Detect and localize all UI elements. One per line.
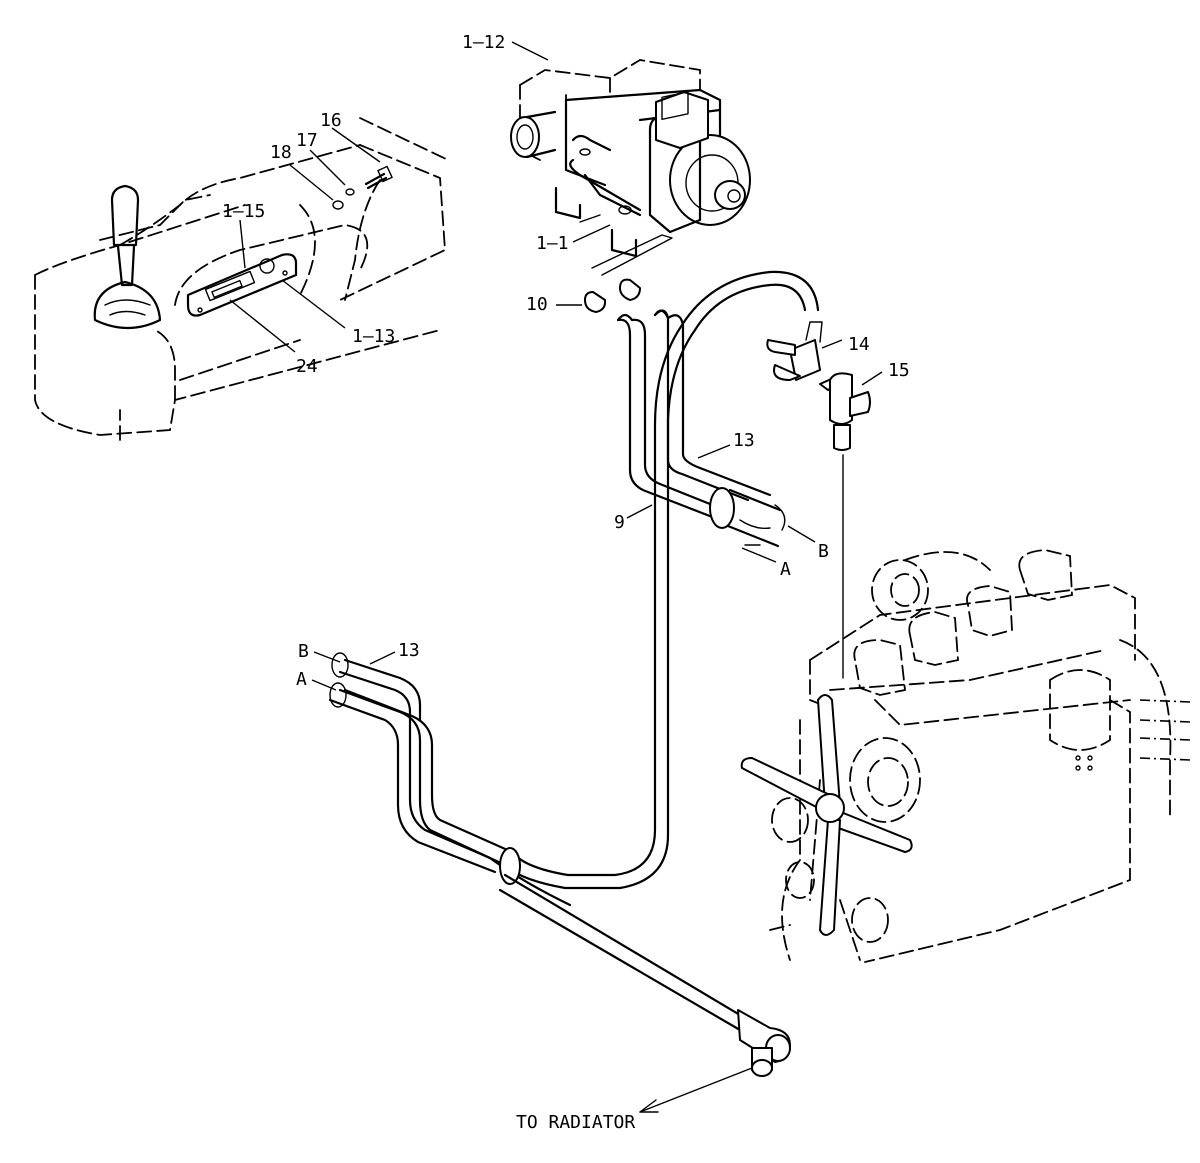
operator-console-drawing bbox=[34, 117, 449, 441]
label-9: 9 bbox=[614, 512, 625, 533]
label-13-upper: 13 bbox=[733, 430, 755, 451]
label-16: 16 bbox=[320, 110, 342, 131]
bolt-and-washers bbox=[332, 165, 393, 210]
label-to-radiator: TO RADIATOR bbox=[516, 1112, 635, 1133]
label-1-12: 1–12 bbox=[462, 32, 505, 53]
label-A-lower: A bbox=[296, 669, 307, 690]
label-1-13: 1–13 bbox=[352, 326, 395, 347]
blower-motor bbox=[648, 115, 751, 234]
to-radiator-arrow bbox=[639, 1067, 753, 1113]
label-1-15: 1–15 bbox=[222, 201, 265, 222]
label-14: 14 bbox=[848, 334, 870, 355]
part-labels: 1–12 16 17 18 1–15 1–1 10 1–13 24 14 15 … bbox=[222, 32, 910, 1133]
heater-unit-drawing bbox=[510, 59, 751, 276]
label-17: 17 bbox=[296, 130, 318, 151]
joystick-lever bbox=[93, 184, 162, 330]
hose-clamp-10 bbox=[556, 278, 641, 313]
label-B-lower: B bbox=[298, 641, 309, 662]
label-18: 18 bbox=[270, 142, 292, 163]
cock-valve-14 bbox=[766, 321, 843, 381]
engine-drawing bbox=[740, 549, 1191, 963]
heater-hoses bbox=[328, 270, 820, 1077]
label-A-upper: A bbox=[780, 559, 791, 580]
tee-fitting-15 bbox=[819, 371, 883, 451]
label-10: 10 bbox=[526, 294, 548, 315]
switch-panel bbox=[186, 253, 298, 317]
label-1-1: 1–1 bbox=[536, 233, 569, 254]
label-15: 15 bbox=[888, 360, 910, 381]
label-B-upper: B bbox=[818, 541, 829, 562]
label-13-lower: 13 bbox=[398, 640, 420, 661]
label-24: 24 bbox=[296, 356, 318, 377]
